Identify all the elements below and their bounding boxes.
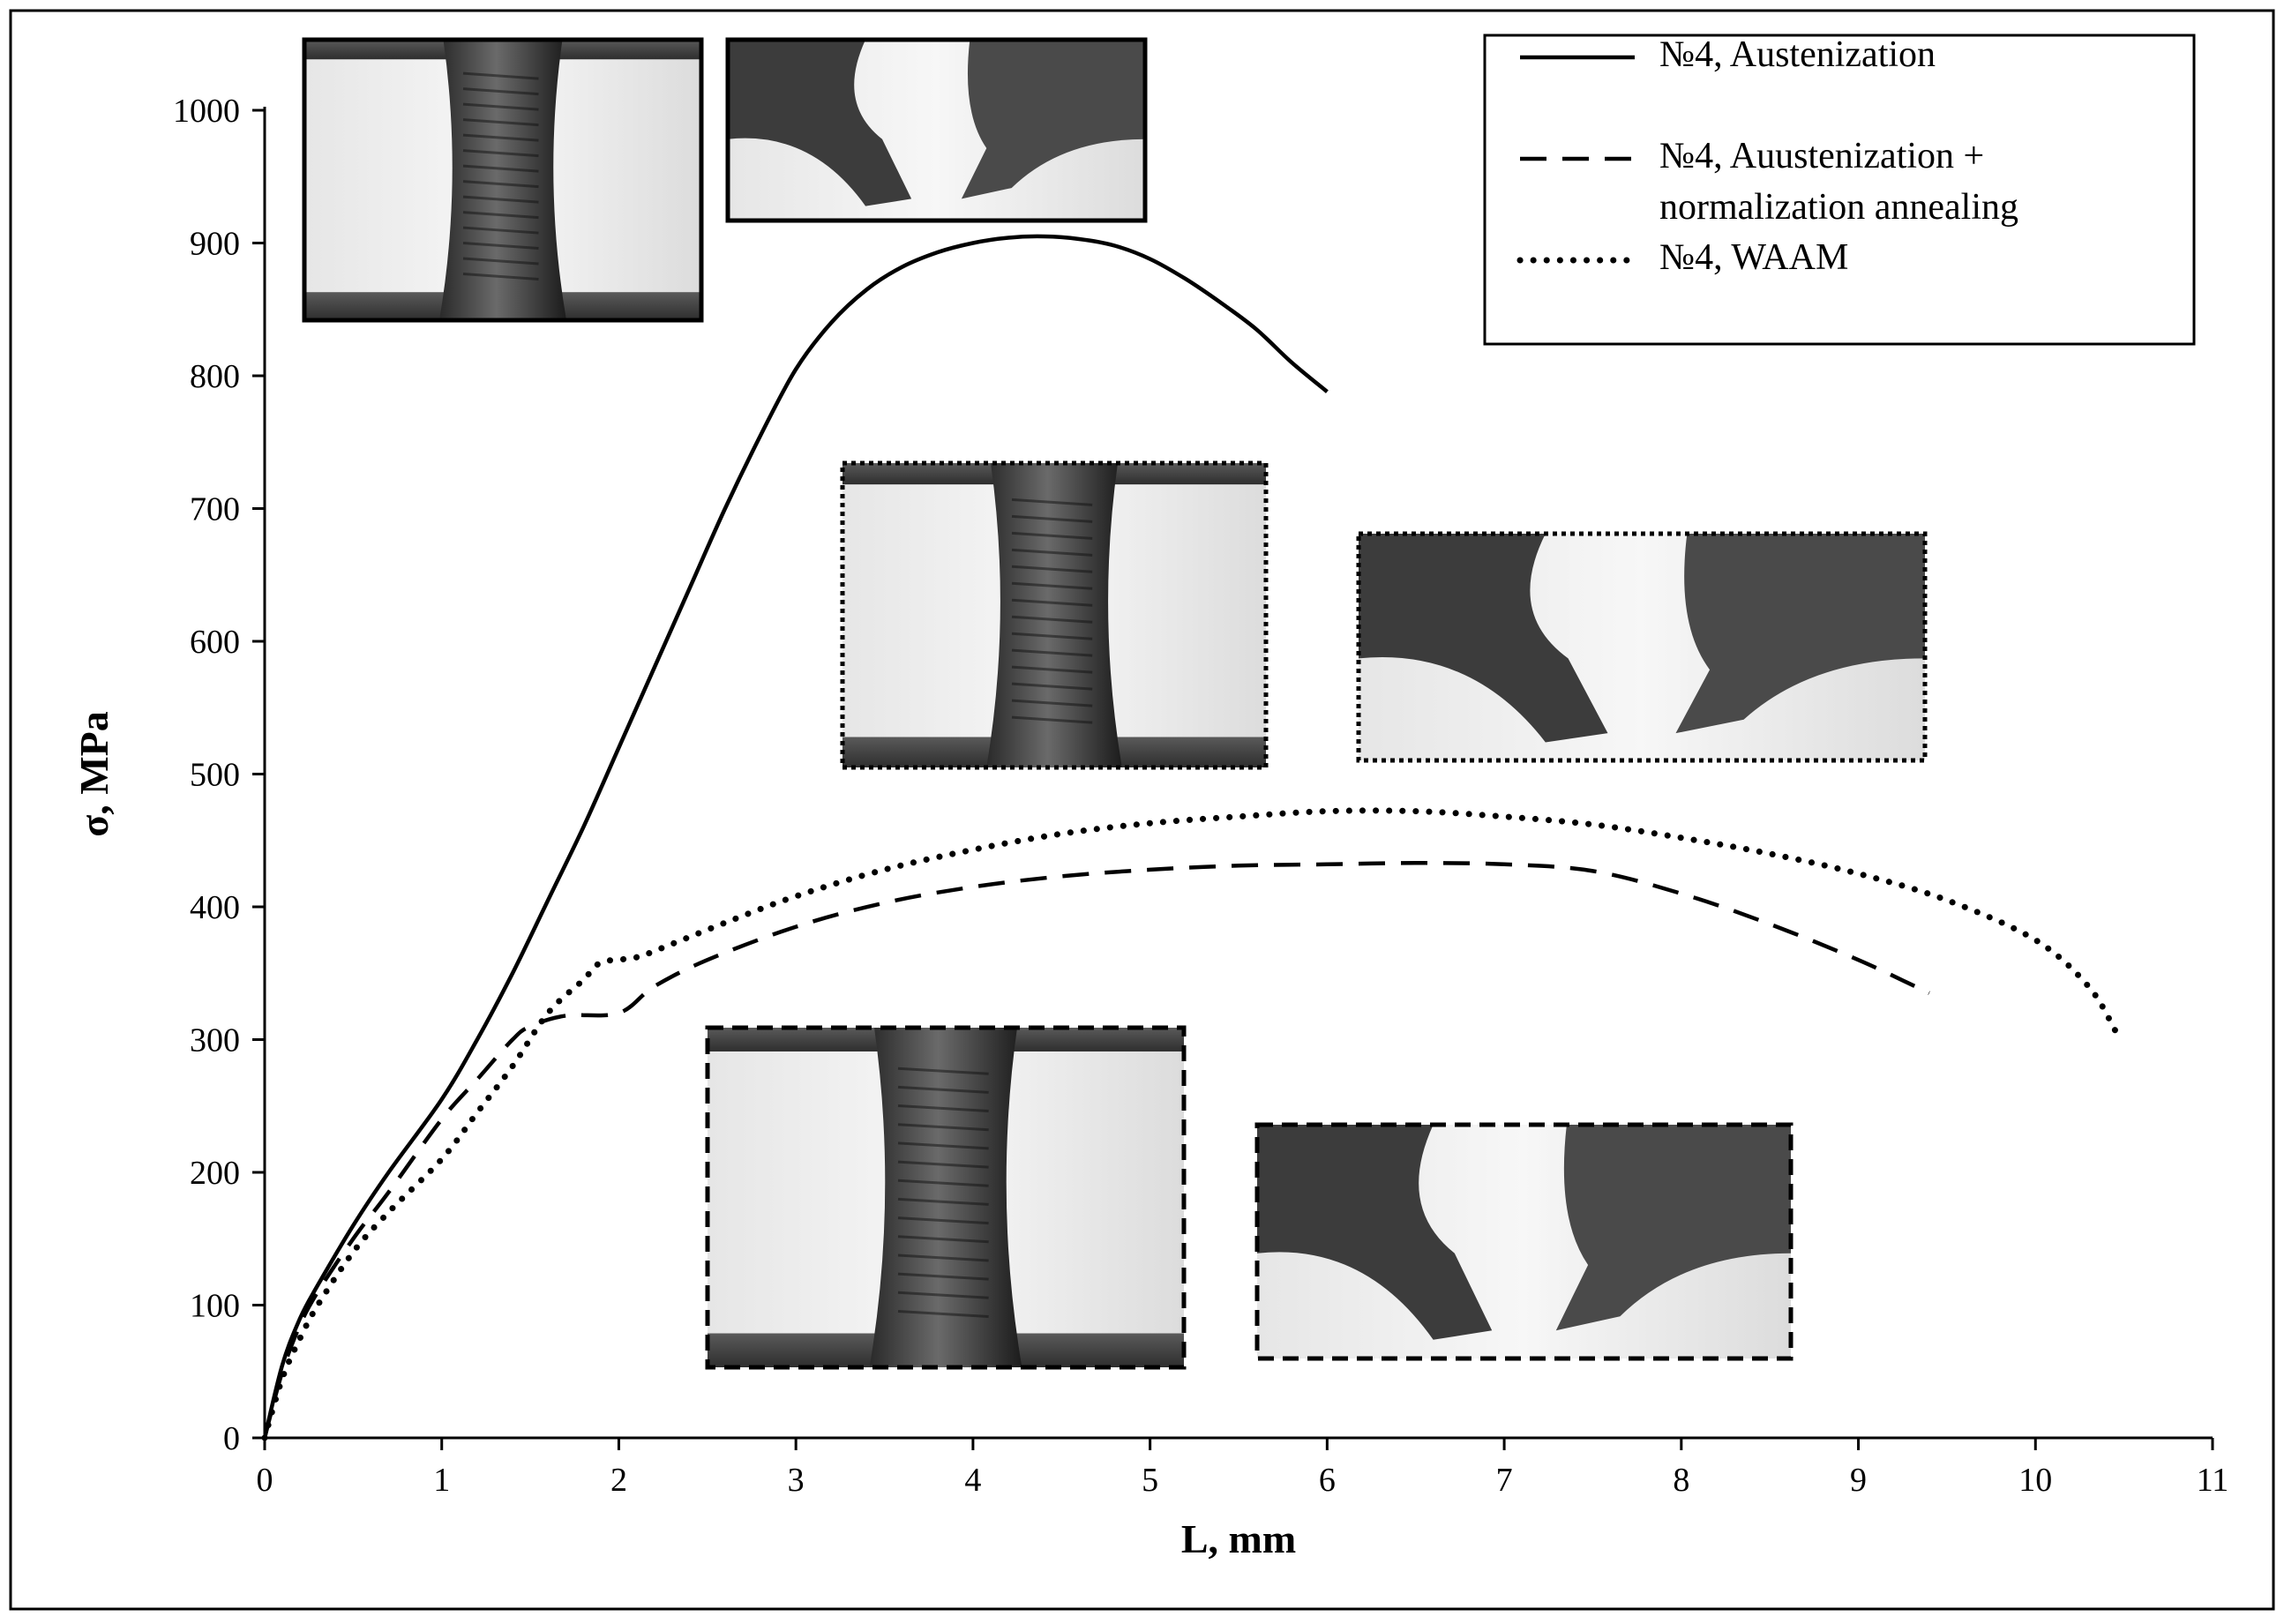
y-axis-label: σ, MPa xyxy=(71,711,116,837)
legend-label: №4, Auustenization + xyxy=(1659,136,1984,176)
y-tick-label: 200 xyxy=(190,1155,240,1192)
photo-austenization-necked-sample xyxy=(302,37,704,323)
photo-waam-necked-sample xyxy=(840,460,1269,770)
x-tick-label: 6 xyxy=(1319,1462,1336,1499)
x-tick-label: 3 xyxy=(788,1462,805,1499)
photo-austenization-fracture xyxy=(725,37,1148,223)
x-tick-label: 8 xyxy=(1673,1462,1689,1499)
series-line-dotted xyxy=(261,807,2119,1441)
legend: №4, Austenization №4, Auustenization + nor… xyxy=(1483,34,2196,346)
x-tick-label: 5 xyxy=(1142,1462,1158,1499)
x-tick-label: 2 xyxy=(610,1462,627,1499)
x-tick-label: 9 xyxy=(1850,1462,1867,1499)
y-tick-label: 700 xyxy=(190,491,240,528)
x-axis-label: L, mm xyxy=(1181,1516,1296,1561)
x-tick-label: 7 xyxy=(1496,1462,1513,1499)
x-tick-label: 10 xyxy=(2018,1462,2052,1499)
legend-label: №4, WAAM xyxy=(1659,237,1848,278)
legend-label: normalization annealing xyxy=(1659,187,2018,228)
legend-box xyxy=(1483,34,2196,346)
y-tick-label: 300 xyxy=(190,1022,240,1059)
photo-annealed-necked-sample xyxy=(705,1025,1187,1370)
photo-annealed-fracture xyxy=(1254,1122,1794,1361)
y-tick-label: 0 xyxy=(223,1420,240,1457)
axes: 0 100 200 300 400 500 600 700 800 900 1000 0 1 2 3 4 5 6 7… xyxy=(71,93,2228,1561)
photo-insets xyxy=(302,37,1928,1370)
series-line-solid xyxy=(262,234,1329,1439)
x-tick-label: 4 xyxy=(964,1462,981,1499)
y-tick-label: 500 xyxy=(190,757,240,794)
series-layer xyxy=(261,234,2119,1441)
y-tick-label: 600 xyxy=(190,624,240,661)
x-tick-label: 0 xyxy=(257,1462,273,1499)
y-tick-label: 800 xyxy=(190,358,240,395)
y-tick-label: 1000 xyxy=(173,93,240,130)
y-tick-label: 100 xyxy=(190,1288,240,1325)
x-tick-label: 11 xyxy=(2197,1462,2229,1499)
legend-label: №4, Austenization xyxy=(1659,34,1936,75)
y-tick-label: 900 xyxy=(190,226,240,263)
y-tick-label: 400 xyxy=(190,889,240,926)
photo-waam-fracture xyxy=(1356,531,1928,763)
series-line-dashed xyxy=(262,861,1930,1439)
x-tick-label: 1 xyxy=(433,1462,450,1499)
